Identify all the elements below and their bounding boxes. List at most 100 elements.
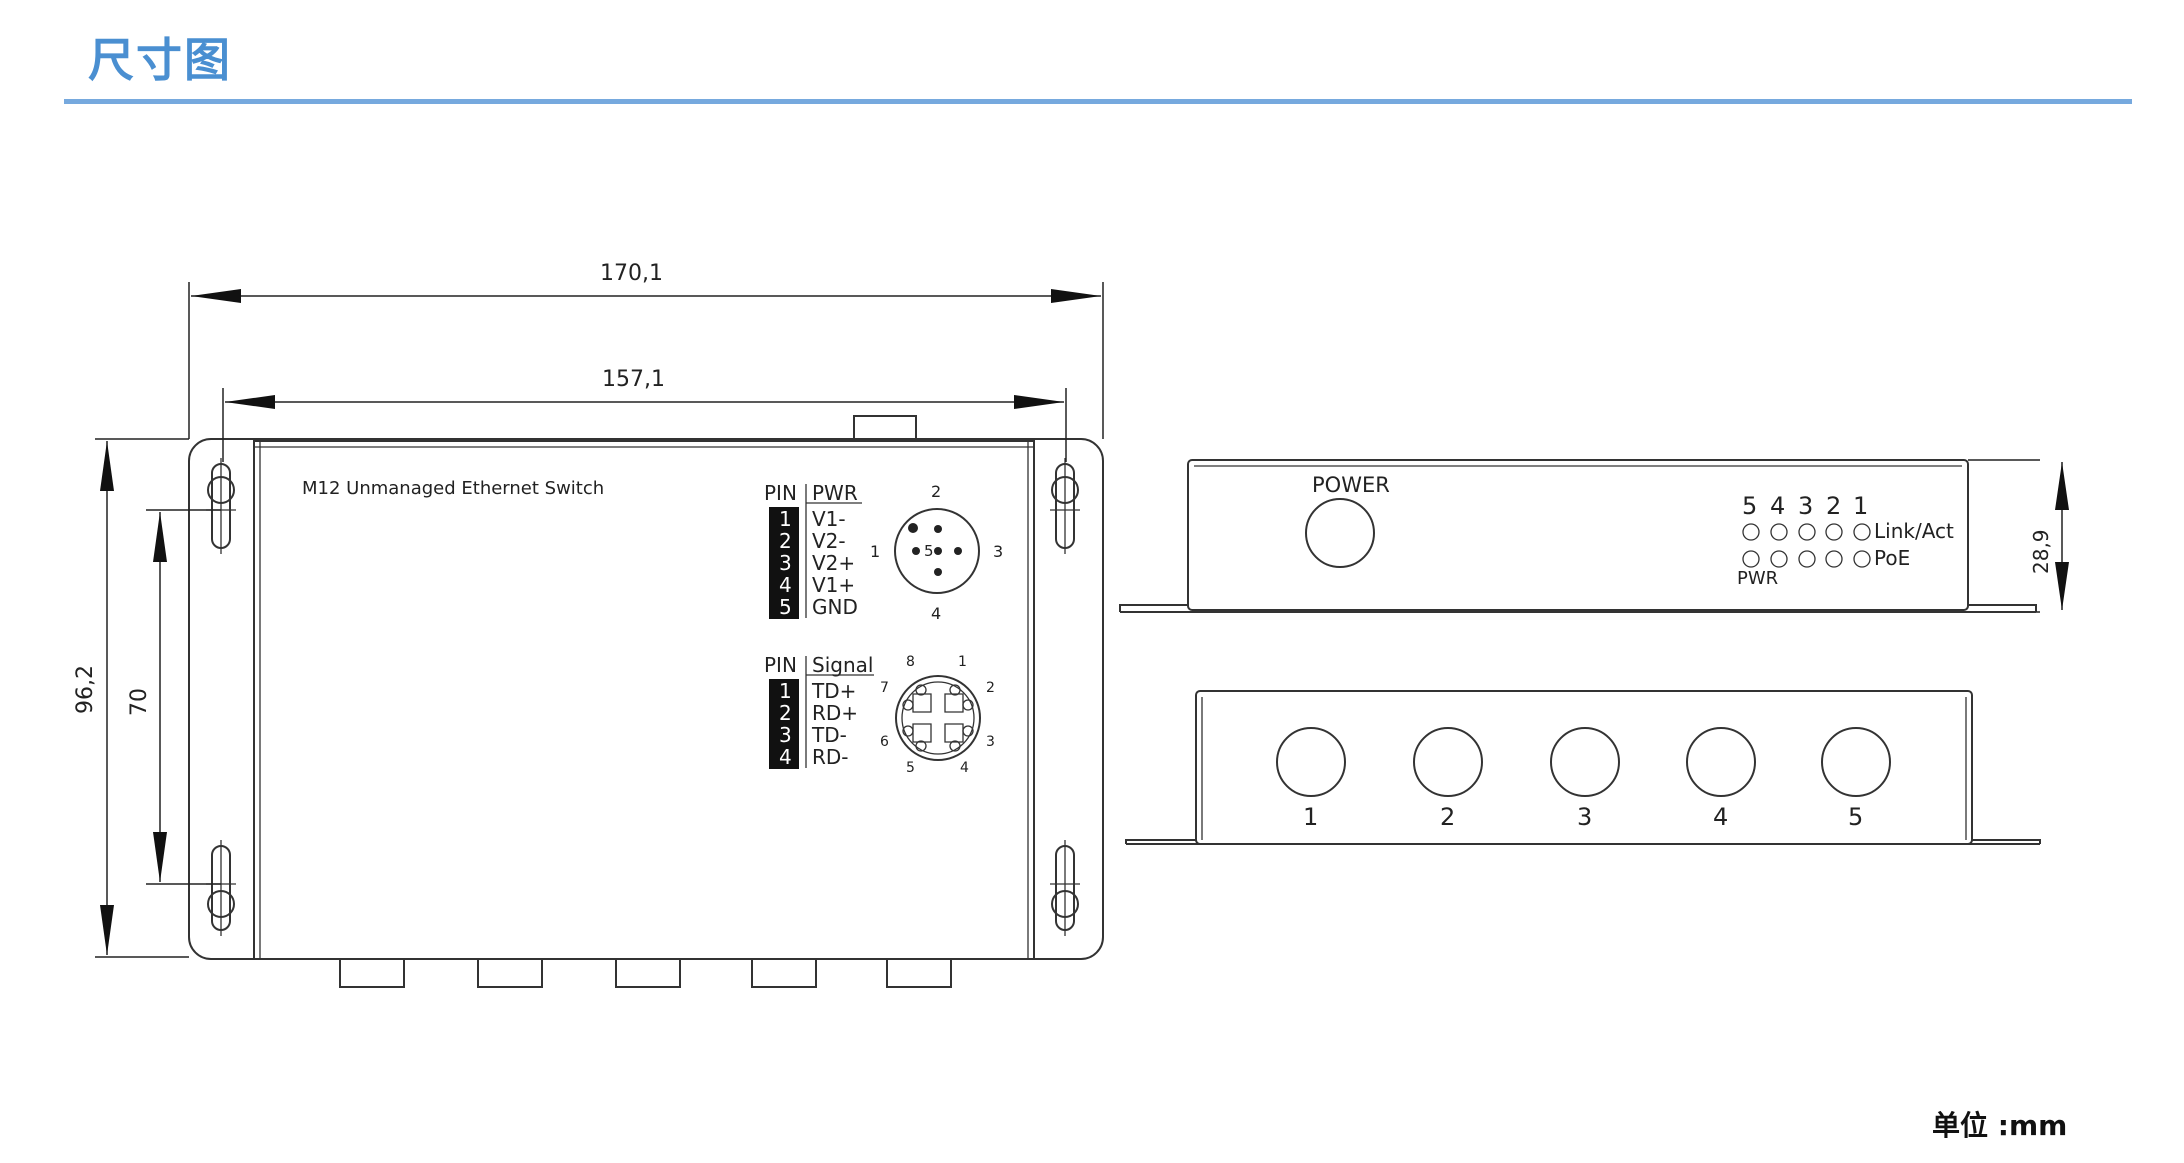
svg-text:1: 1 bbox=[870, 542, 880, 561]
svg-text:5: 5 bbox=[906, 760, 915, 776]
top-connector-stub bbox=[853, 415, 917, 442]
pin-header: PIN bbox=[764, 481, 797, 505]
svg-text:1: 1 bbox=[1853, 492, 1868, 520]
svg-text:3: 3 bbox=[993, 542, 1003, 561]
svg-text:5: 5 bbox=[924, 542, 934, 560]
svg-text:28,9: 28,9 bbox=[2029, 529, 2053, 574]
switch-body-front bbox=[1187, 459, 1969, 611]
pin-row: 1 TD+ bbox=[779, 679, 856, 703]
svg-text:5: 5 bbox=[1848, 803, 1863, 831]
power-label: POWER bbox=[1312, 473, 1390, 497]
led-number-row: 5 4 3 2 1 bbox=[1742, 492, 1868, 520]
svg-text:TD+: TD+ bbox=[811, 679, 856, 703]
svg-text:96,2: 96,2 bbox=[73, 665, 98, 714]
port-connector: 1 bbox=[1276, 727, 1346, 831]
power-pin-table: PIN PWR 1 V1- 2 V2- 3 V2+ 4 V1+ 5 bbox=[764, 481, 862, 619]
svg-text:3: 3 bbox=[1798, 492, 1813, 520]
svg-text:V1+: V1+ bbox=[812, 573, 855, 597]
svg-text:4: 4 bbox=[1713, 803, 1728, 831]
keyhole-slot bbox=[206, 458, 236, 554]
svg-text:5: 5 bbox=[779, 595, 792, 619]
link-act-label: Link/Act bbox=[1874, 519, 1954, 543]
svg-text:3: 3 bbox=[986, 734, 995, 750]
svg-text:RD-: RD- bbox=[812, 745, 849, 769]
svg-text:V1-: V1- bbox=[812, 507, 846, 531]
switch-body bbox=[253, 440, 1035, 960]
title-divider bbox=[64, 99, 2132, 104]
svg-text:157,1: 157,1 bbox=[602, 367, 665, 392]
svg-text:4: 4 bbox=[1770, 492, 1785, 520]
svg-text:RD+: RD+ bbox=[812, 701, 858, 725]
svg-text:7: 7 bbox=[880, 680, 889, 696]
svg-text:4: 4 bbox=[931, 604, 941, 623]
pin-row: 3 V2+ bbox=[779, 551, 855, 575]
page-title: 尺寸图 bbox=[88, 33, 232, 87]
svg-text:GND: GND bbox=[812, 595, 858, 619]
bottom-connector-stub bbox=[751, 958, 817, 988]
dimension-hole-spacing: 70 bbox=[127, 509, 221, 885]
pin-row: 1 V1- bbox=[779, 507, 846, 531]
svg-text:6: 6 bbox=[880, 734, 889, 750]
svg-text:3: 3 bbox=[779, 551, 792, 575]
svg-text:5: 5 bbox=[1742, 492, 1757, 520]
pwr-led-label: PWR bbox=[1737, 568, 1778, 589]
rear-view: 1 2 3 4 5 bbox=[1125, 690, 2041, 845]
pin-row: 3 TD- bbox=[779, 723, 847, 747]
svg-text:1: 1 bbox=[779, 507, 792, 531]
svg-text:2: 2 bbox=[1826, 492, 1841, 520]
svg-text:1: 1 bbox=[958, 654, 967, 670]
svg-text:2: 2 bbox=[779, 701, 792, 725]
pin-header: PIN bbox=[764, 653, 797, 677]
link-act-leds: Link/Act bbox=[1742, 519, 1954, 543]
svg-text:4: 4 bbox=[779, 573, 792, 597]
pin-row: 5 GND bbox=[779, 595, 858, 619]
power-connector bbox=[1305, 498, 1375, 568]
bottom-connector-stub bbox=[477, 958, 543, 988]
dimension-overall-height: 96,2 bbox=[73, 438, 189, 958]
svg-text:2: 2 bbox=[1440, 803, 1455, 831]
poe-leds: PoE bbox=[1742, 546, 1910, 570]
svg-text:TD-: TD- bbox=[811, 723, 847, 747]
front-view: POWER 5 4 3 2 1 Link/Act PoE PWR bbox=[1119, 459, 2069, 613]
poe-label: PoE bbox=[1874, 546, 1910, 570]
port-connector: 5 bbox=[1821, 727, 1891, 831]
units-label: 单位 :mm bbox=[1932, 1109, 2068, 1142]
dimension-front-height: 28,9 bbox=[1968, 459, 2069, 613]
pin-row: 2 RD+ bbox=[779, 701, 858, 725]
pin-row: 4 RD- bbox=[779, 745, 849, 769]
keyhole-slot bbox=[1050, 458, 1080, 554]
svg-text:4: 4 bbox=[960, 760, 969, 776]
dimension-overall-width: 170,1 bbox=[188, 261, 1104, 439]
signal-header: Signal bbox=[812, 653, 873, 677]
port-connector: 2 bbox=[1413, 727, 1483, 831]
svg-text:70: 70 bbox=[127, 688, 152, 716]
svg-text:8: 8 bbox=[906, 654, 915, 670]
signal-pin-table: PIN Signal 1 TD+ 2 RD+ 3 TD- 4 RD- bbox=[764, 653, 874, 769]
svg-text:2: 2 bbox=[986, 680, 995, 696]
port-connector: 3 bbox=[1550, 727, 1620, 831]
keyhole-slot bbox=[1050, 840, 1080, 936]
bottom-connector-stub bbox=[339, 958, 405, 988]
port-connector: 4 bbox=[1686, 727, 1756, 831]
svg-text:V2-: V2- bbox=[812, 529, 846, 553]
svg-text:2: 2 bbox=[931, 482, 941, 501]
keyhole-slot bbox=[206, 840, 236, 936]
bottom-connector-stub bbox=[886, 958, 952, 988]
svg-text:4: 4 bbox=[779, 745, 792, 769]
pwr-header: PWR bbox=[812, 481, 858, 505]
svg-text:V2+: V2+ bbox=[812, 551, 855, 575]
bottom-connector-stub bbox=[615, 958, 681, 988]
top-view: M12 Unmanaged Ethernet Switch PIN PWR 1 … bbox=[73, 261, 1104, 988]
svg-text:2: 2 bbox=[779, 529, 792, 553]
product-label: M12 Unmanaged Ethernet Switch bbox=[302, 478, 604, 499]
power-connector-diagram: 5 2 1 3 4 bbox=[870, 482, 1003, 623]
svg-text:170,1: 170,1 bbox=[600, 261, 663, 286]
pin-row: 2 V2- bbox=[779, 529, 846, 553]
signal-connector-diagram: 8 1 7 2 6 3 5 4 bbox=[880, 654, 995, 776]
switch-body-rear bbox=[1195, 690, 1973, 845]
svg-text:1: 1 bbox=[1303, 803, 1318, 831]
svg-text:3: 3 bbox=[1577, 803, 1592, 831]
svg-text:3: 3 bbox=[779, 723, 792, 747]
pin-row: 4 V1+ bbox=[779, 573, 855, 597]
